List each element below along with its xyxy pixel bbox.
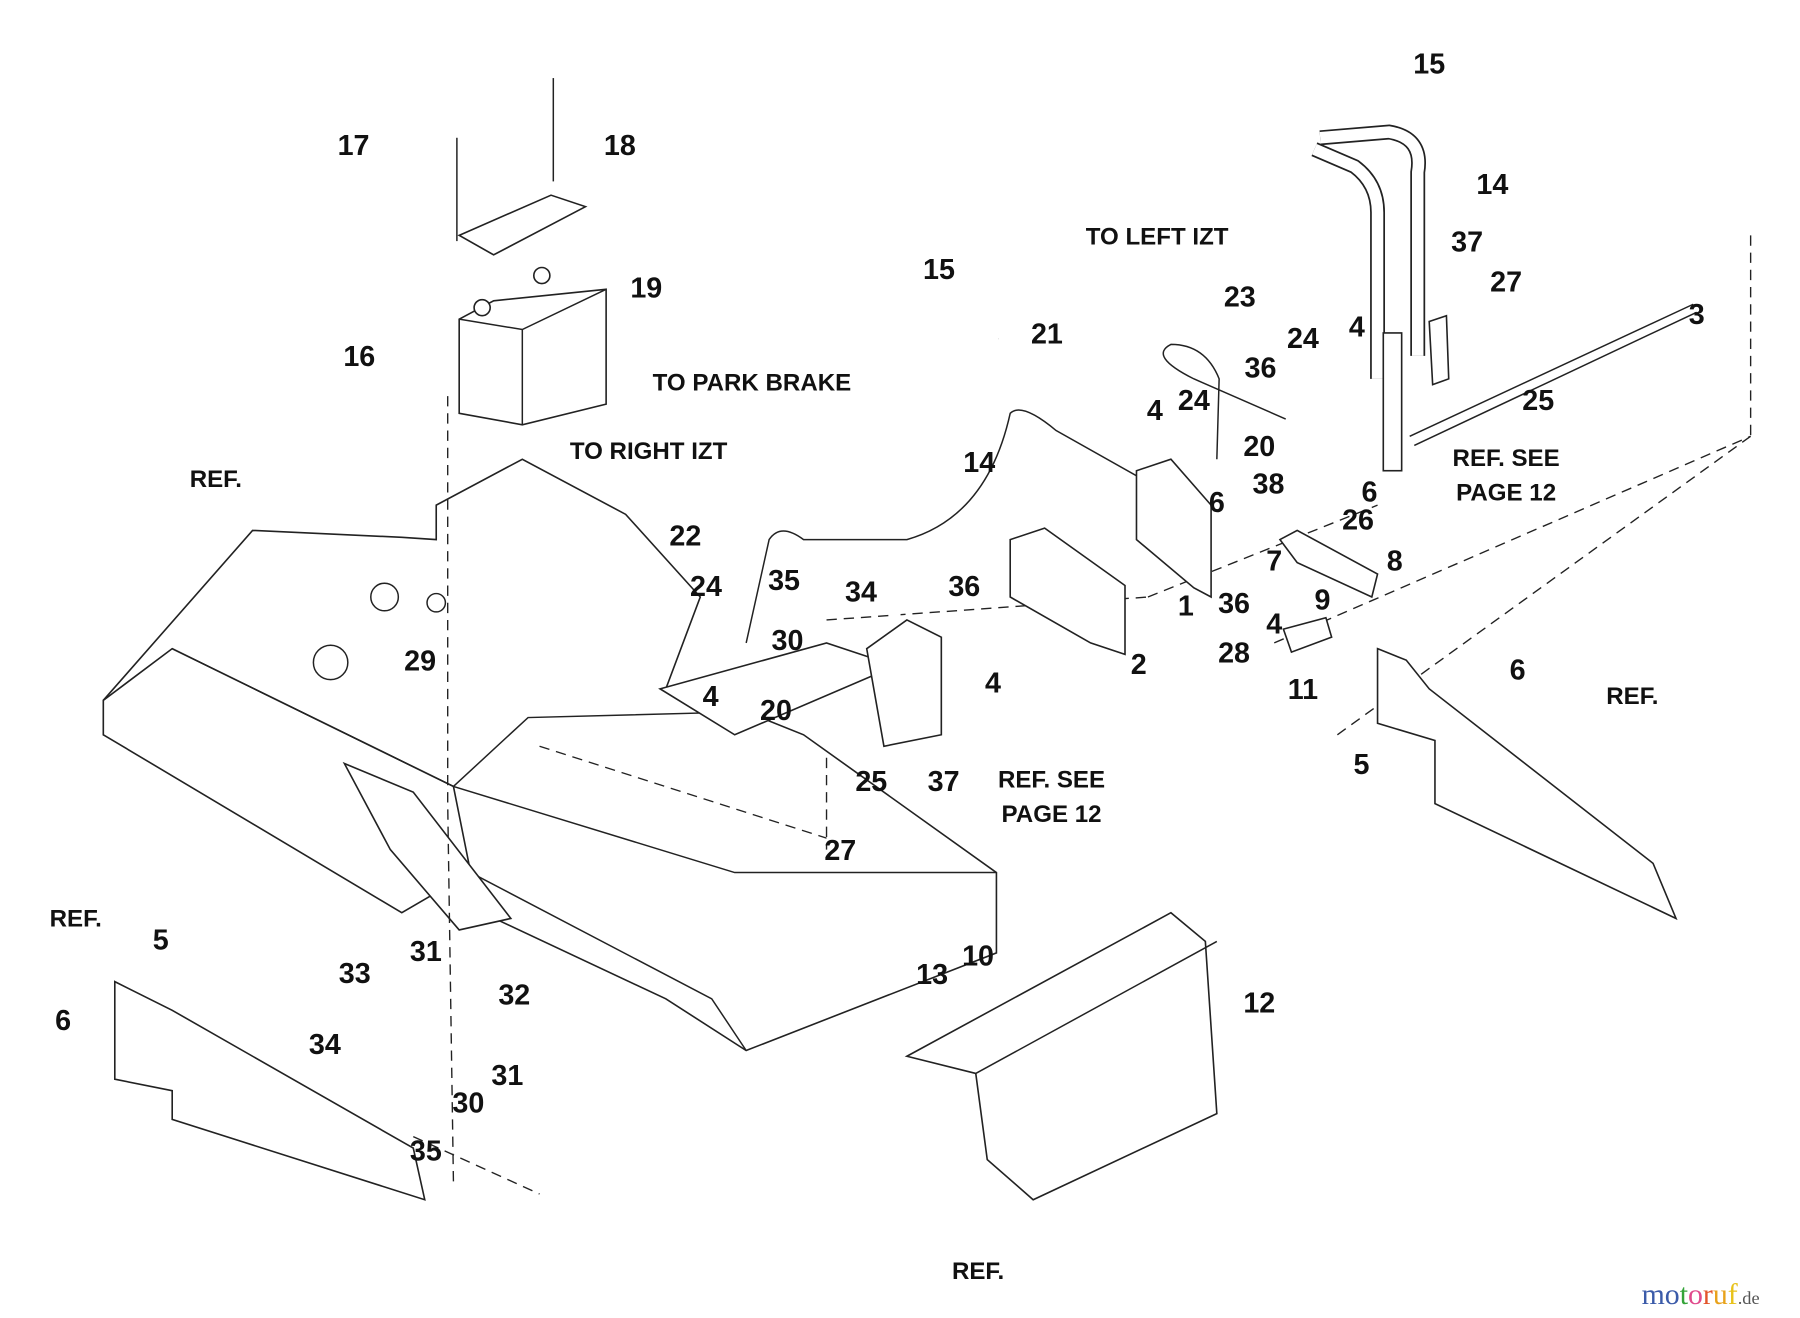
control-lever-right: [865, 333, 1001, 748]
callout-label: 6: [1510, 655, 1526, 687]
battery: [458, 266, 607, 426]
callout-label: 15: [1413, 48, 1445, 80]
callout-label: 29: [404, 645, 436, 677]
callout-label: 9: [1314, 585, 1330, 617]
callout-label: 24: [1287, 323, 1319, 355]
callout-label: 28: [1218, 637, 1250, 669]
callout-label: 8: [1387, 546, 1403, 578]
callout-label: REF.: [1606, 683, 1658, 710]
callout-label: 25: [855, 766, 887, 798]
callout-label: 31: [410, 936, 442, 968]
callout-label: 34: [845, 577, 877, 609]
callout-label: 6: [1209, 487, 1225, 519]
callout-label: 14: [963, 447, 995, 479]
callout-label: 4: [1147, 395, 1163, 427]
control-bracket: [1009, 458, 1379, 656]
callout-label: REF.: [190, 466, 242, 493]
callout-label: 17: [338, 130, 370, 162]
callout-label: 27: [824, 835, 856, 867]
callout-label: 5: [1353, 749, 1369, 781]
callout-label: 3: [1689, 299, 1705, 331]
callout-label: 15: [923, 254, 955, 286]
watermark-text: motoruf.de: [1642, 1278, 1760, 1311]
callout-label: 21: [1031, 318, 1063, 350]
side-panel-right: [1376, 647, 1678, 921]
callout-label: 7: [1266, 546, 1282, 578]
callout-label: 4: [1349, 311, 1365, 343]
callout-label: 2: [1131, 649, 1147, 681]
callout-label: 6: [1362, 477, 1378, 509]
callout-label: 24: [690, 571, 722, 603]
callout-label: 38: [1253, 469, 1285, 501]
callout-label: 35: [410, 1136, 442, 1168]
control-rod: [1409, 303, 1698, 447]
callout-label: 20: [1243, 431, 1275, 463]
callout-label: 36: [948, 571, 980, 603]
callout-label: 4: [985, 667, 1001, 699]
callout-label: 27: [1490, 267, 1522, 299]
callout-label: 33: [339, 958, 371, 990]
callout-label: 18: [604, 130, 636, 162]
callout-label: 10: [962, 941, 994, 973]
callout-label: 13: [916, 959, 948, 991]
footrest-panel: [904, 911, 1218, 1201]
callout-label: 11: [1288, 674, 1318, 706]
frame: [102, 458, 998, 1052]
callout-label: 22: [669, 520, 701, 552]
callout-label: 16: [343, 341, 375, 373]
callout-label: 5: [153, 924, 169, 956]
callout-label: TO RIGHT IZT: [570, 438, 728, 465]
callout-label: 23: [1224, 282, 1256, 314]
callout-label: 30: [772, 625, 804, 657]
callout-label: 30: [452, 1087, 484, 1119]
callout-label: 36: [1244, 353, 1276, 385]
callout-label: REF.: [952, 1258, 1004, 1285]
callout-label: TO LEFT IZT: [1086, 224, 1229, 251]
callout-label: REF. SEE: [998, 767, 1105, 794]
callout-label: 37: [1451, 226, 1483, 258]
callout-label: 31: [491, 1060, 523, 1092]
callout-label: 4: [703, 681, 719, 713]
callout-label: 12: [1243, 988, 1275, 1020]
callout-label: PAGE 12: [1456, 480, 1556, 507]
motoruf-watermark: motoruf.de: [1642, 1278, 1760, 1311]
callout-label: 32: [498, 980, 530, 1012]
callout-label: 6: [55, 1005, 71, 1037]
callout-label: 37: [928, 766, 960, 798]
callout-label: REF.: [50, 906, 102, 933]
callout-label: 19: [630, 272, 662, 304]
callout-label: 14: [1476, 169, 1508, 201]
callout-label: 34: [309, 1029, 341, 1061]
callout-label: 25: [1522, 385, 1554, 417]
callout-label: 26: [1342, 504, 1374, 536]
callout-label: 4: [1266, 609, 1282, 641]
side-panel-left: [113, 980, 426, 1201]
cable: [745, 343, 1287, 644]
callout-label: TO PARK BRAKE: [653, 369, 852, 396]
callout-label: PAGE 12: [1002, 801, 1102, 828]
callout-label: 36: [1218, 588, 1250, 620]
callout-label: 20: [760, 695, 792, 727]
control-lever-left: [1311, 124, 1450, 472]
callout-label: 1: [1178, 590, 1194, 622]
callout-label: 35: [768, 565, 800, 597]
callout-label: 24: [1178, 385, 1210, 417]
callout-label: REF. SEE: [1453, 445, 1560, 472]
battery-hold-down: [456, 78, 588, 256]
